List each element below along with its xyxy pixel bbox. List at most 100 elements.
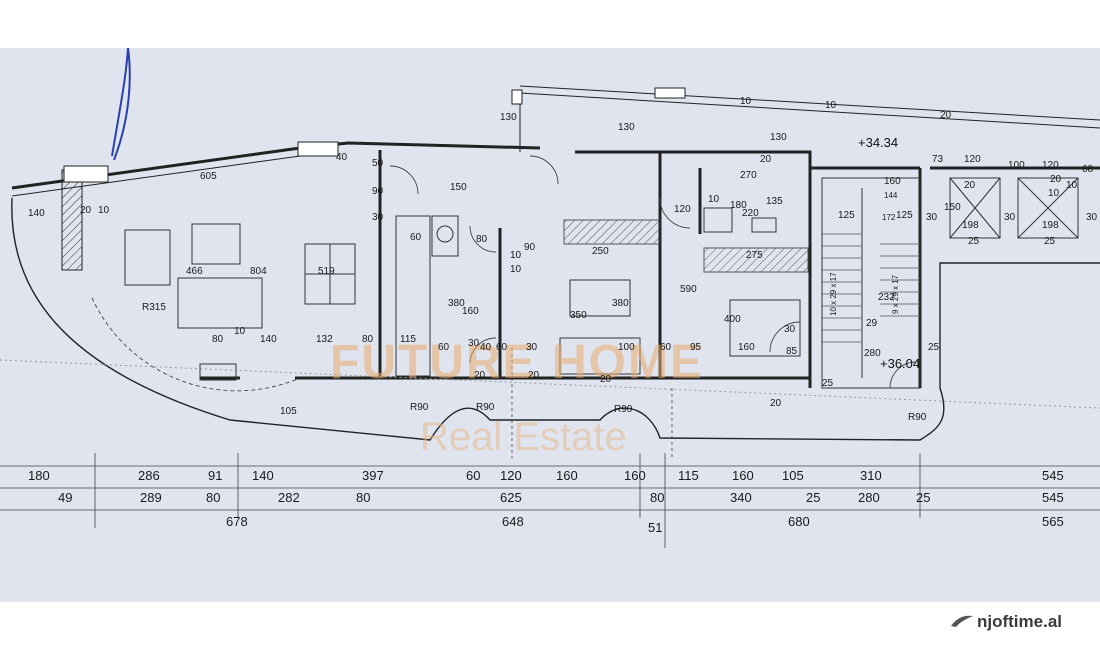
dim-label: 10 xyxy=(510,250,522,261)
dim-label: 30 xyxy=(372,212,384,223)
dim-label: 20 xyxy=(964,180,976,191)
dim-label: 25 xyxy=(968,236,980,247)
dim-label: 130 xyxy=(500,112,517,123)
dim-label: 20 xyxy=(760,154,772,165)
svg-text:282: 282 xyxy=(278,490,300,505)
living-furniture xyxy=(124,223,356,381)
watermark-brand: FUTURE HOME xyxy=(330,336,704,389)
svg-text:25: 25 xyxy=(916,490,930,505)
svg-text:105: 105 xyxy=(782,468,804,483)
svg-text:60: 60 xyxy=(466,468,480,483)
svg-text:280: 280 xyxy=(858,490,880,505)
dim-label: 80 xyxy=(212,334,224,345)
svg-text:565: 565 xyxy=(1042,514,1064,529)
dimension-row-1: 180 286 91 140 397 60 120 160 160 115 16… xyxy=(28,468,1064,483)
svg-text:625: 625 xyxy=(500,490,522,505)
dim-label: 150 xyxy=(450,182,467,193)
dim-label: 10 xyxy=(1048,188,1060,199)
dim-label: 10 xyxy=(234,326,246,337)
balcony-outline xyxy=(11,197,1100,441)
swoosh-icon xyxy=(950,613,974,627)
dim-label: 85 xyxy=(786,346,798,357)
svg-text:51: 51 xyxy=(648,520,662,535)
dim-label: 10 xyxy=(825,100,837,111)
dim-label: 220 xyxy=(742,208,759,219)
svg-text:310: 310 xyxy=(860,468,882,483)
dim-label: 20 xyxy=(474,370,486,381)
svg-text:289: 289 xyxy=(140,490,162,505)
dim-label: 144 xyxy=(884,191,898,200)
dim-label: 30 xyxy=(1004,212,1016,223)
dim-label: 80 xyxy=(362,334,374,345)
door-swings xyxy=(91,155,917,392)
roof-lines xyxy=(0,85,1100,409)
dim-label: 120 xyxy=(674,204,691,215)
glazing xyxy=(11,141,339,271)
dimension-lines xyxy=(0,348,1100,548)
dim-label: 10 xyxy=(708,194,720,205)
dim-label: 20 xyxy=(80,205,92,216)
dim-label: 10 xyxy=(1066,180,1078,191)
dim-label: 198 xyxy=(1042,220,1059,231)
dim-label: 20 xyxy=(528,370,540,381)
dim-label: 135 xyxy=(766,196,783,207)
dim-label: 380 xyxy=(448,298,465,309)
svg-text:180: 180 xyxy=(28,468,50,483)
dim-label: 105 xyxy=(280,406,297,417)
dim-label: 25 xyxy=(822,378,834,389)
dim-label: 100 xyxy=(618,342,635,353)
level-marker: +36.04 xyxy=(880,356,920,371)
svg-text:120: 120 xyxy=(500,468,522,483)
dim-label: 50 xyxy=(372,158,384,169)
dim-label: R90 xyxy=(410,402,429,413)
dim-label: 804 xyxy=(250,266,267,277)
dim-label: 30 xyxy=(784,324,796,335)
dim-label: R90 xyxy=(614,404,633,415)
svg-text:680: 680 xyxy=(788,514,810,529)
svg-text:545: 545 xyxy=(1042,468,1064,483)
dim-label: 20 xyxy=(940,110,952,121)
svg-text:160: 160 xyxy=(732,468,754,483)
dim-label: 73 xyxy=(932,154,944,165)
dim-label: 605 xyxy=(200,171,217,182)
site-badge-text: njoftime.al xyxy=(976,612,1062,631)
dim-label: 519 xyxy=(318,266,335,277)
dim-label: R90 xyxy=(476,402,495,413)
pen-mark xyxy=(111,48,131,161)
rooms xyxy=(395,177,1079,389)
svg-text:140: 140 xyxy=(252,468,274,483)
dim-label: 350 xyxy=(570,310,587,321)
stair-label: 10 x 29 x 17 xyxy=(829,272,838,316)
dim-label: 125 xyxy=(896,210,913,221)
dim-label: 466 xyxy=(186,266,203,277)
dim-label: 590 xyxy=(680,284,697,295)
dim-label: 150 xyxy=(944,202,961,213)
svg-text:648: 648 xyxy=(502,514,524,529)
svg-text:115: 115 xyxy=(678,468,699,483)
dim-label: R90 xyxy=(908,412,927,423)
dim-label: 130 xyxy=(618,122,635,133)
dim-label: 160 xyxy=(884,176,901,187)
dim-label: 25 xyxy=(928,342,940,353)
dim-label: 400 xyxy=(724,314,741,325)
stair-label: 9 x 29 x 17 xyxy=(891,274,900,314)
svg-text:340: 340 xyxy=(730,490,752,505)
dim-label: 40 xyxy=(336,152,348,163)
dim-label: 115 xyxy=(400,334,416,345)
dim-label: 40 xyxy=(480,342,492,353)
svg-text:25: 25 xyxy=(806,490,820,505)
dim-label: 60 xyxy=(410,232,422,243)
svg-text:80: 80 xyxy=(206,490,220,505)
stair-treads xyxy=(822,233,920,343)
floor-plan-sheet: FUTURE HOME Real Estate +34.34 +36.04 14… xyxy=(0,48,1100,602)
dimension-row-3: 678 648 51 680 565 xyxy=(226,514,1064,535)
dimension-row-2: 49 289 80 282 80 625 80 340 25 280 25 54… xyxy=(58,490,1064,505)
dim-label: 95 xyxy=(690,342,702,353)
dim-label: 120 xyxy=(1042,160,1059,171)
svg-text:80: 80 xyxy=(356,490,370,505)
dim-label: 30 xyxy=(526,342,538,353)
dim-label: 120 xyxy=(964,154,981,165)
dim-label: 160 xyxy=(738,342,755,353)
dim-label: 100 xyxy=(1008,160,1025,171)
floor-plan-drawing: FUTURE HOME Real Estate +34.34 +36.04 14… xyxy=(0,48,1100,548)
